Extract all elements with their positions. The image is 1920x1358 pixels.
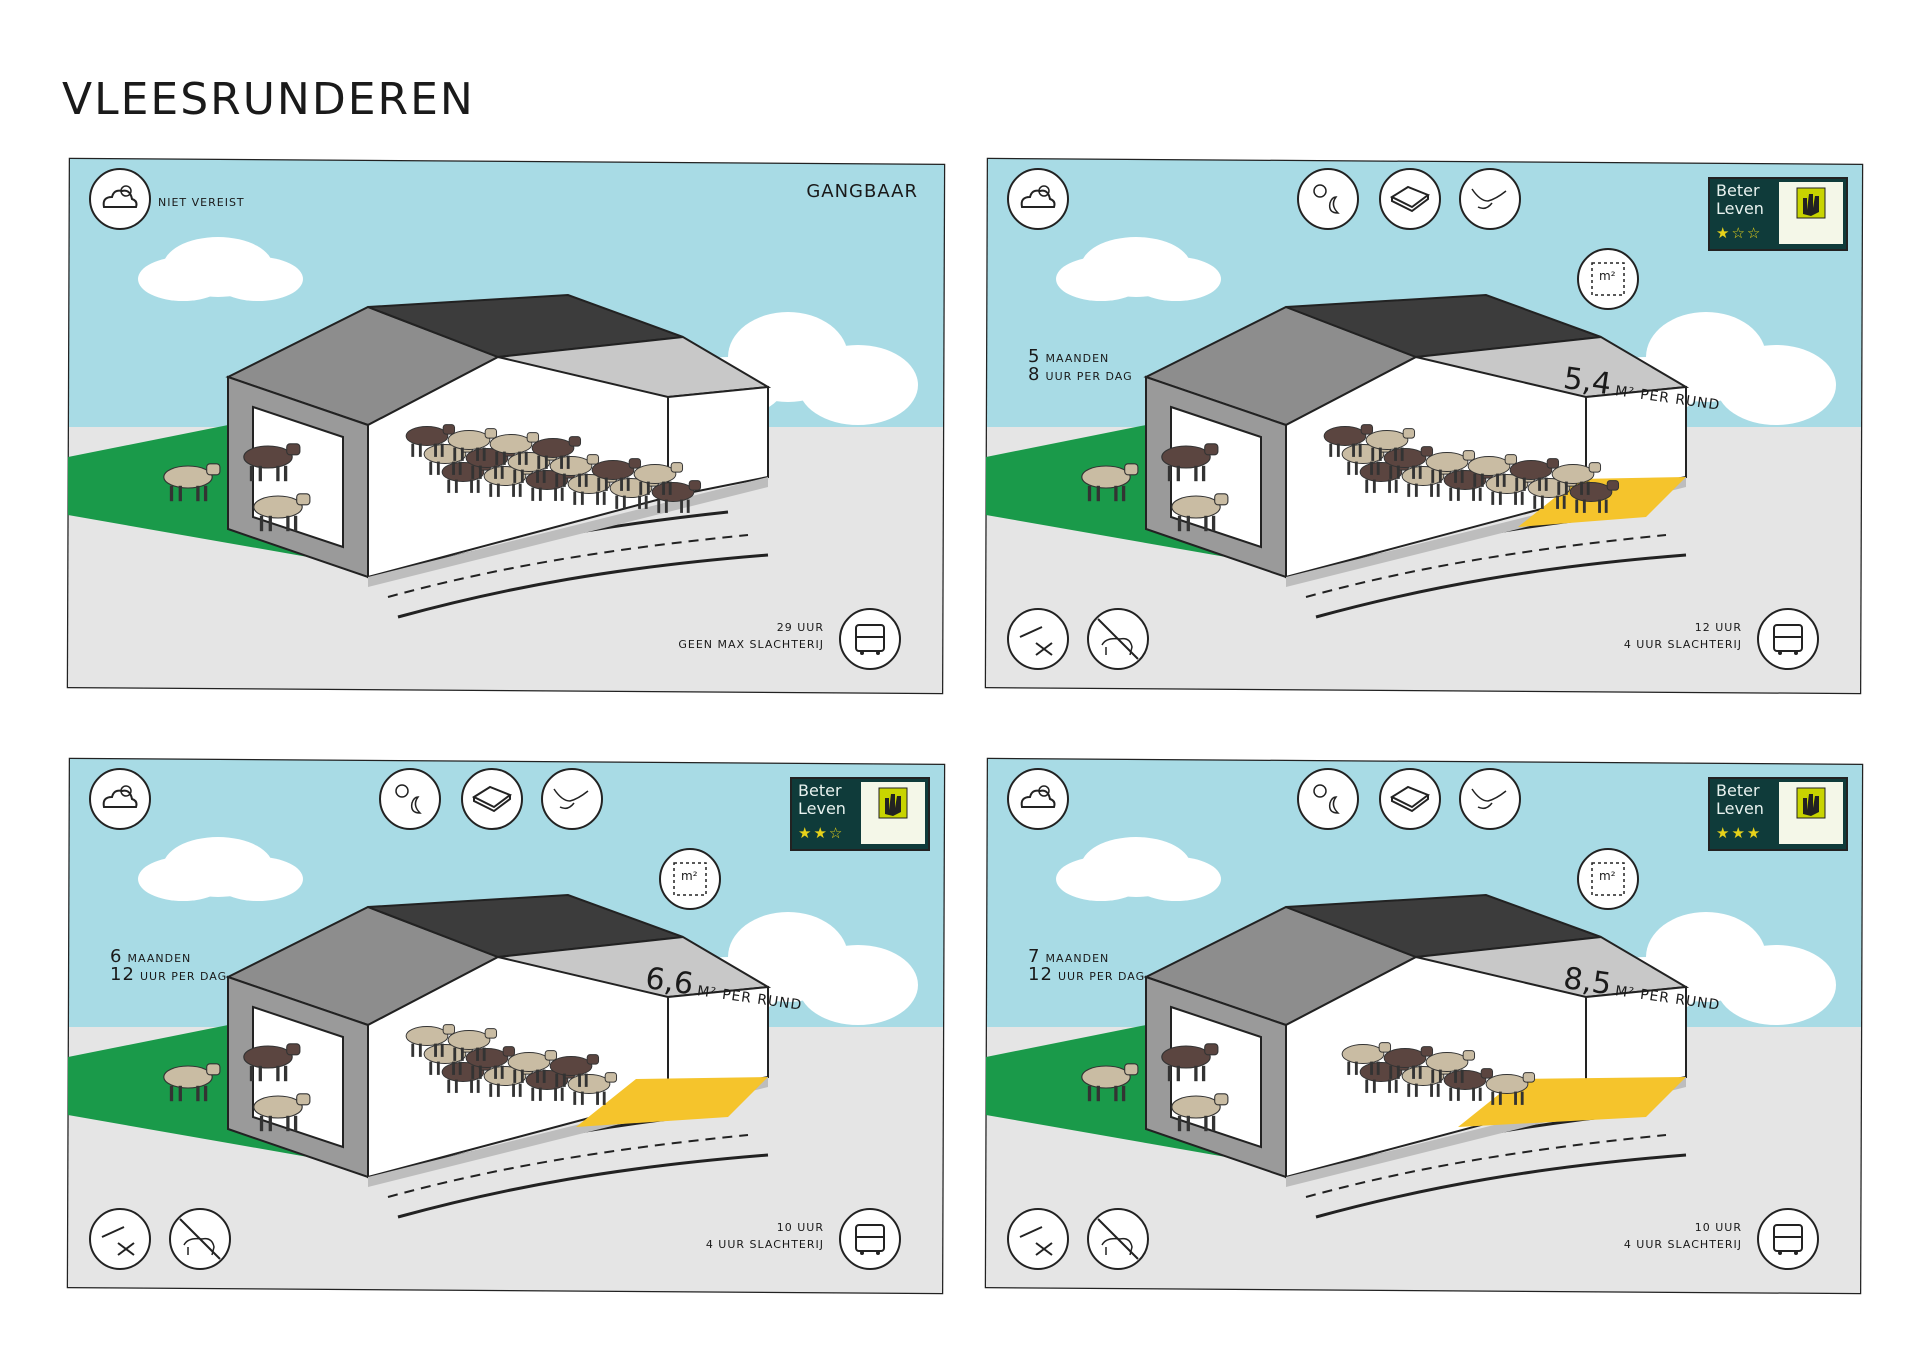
dierenbescherming-logo [1779, 782, 1843, 844]
weather-icon [1007, 168, 1069, 230]
panel-beter-leven-1: 12 UUR 4 UUR SLACHTERIJ Beter Leven ★☆☆ m… [984, 157, 1864, 695]
transport-slaughterhouse: 4 UUR SLACHTERIJ [1623, 638, 1742, 651]
no-dehorning-icon [169, 1208, 231, 1270]
badge-line1: Beter [798, 781, 842, 800]
floor-space-icon [1577, 848, 1639, 910]
straw-area [576, 1077, 768, 1127]
barn-scene [66, 757, 946, 1295]
transport-hours: 12 UUR [1694, 621, 1742, 634]
weather-icon [89, 168, 151, 230]
badge-stars: ★★★ [1716, 824, 1763, 842]
barn-scene [66, 157, 946, 695]
badge-line2: Leven [798, 799, 846, 818]
dierenbescherming-logo [861, 782, 925, 844]
straw-area [1518, 477, 1686, 527]
no-castration-icon [89, 1208, 151, 1270]
cloud-left [138, 237, 303, 301]
outdoor-months: 5 MAANDEN [1028, 346, 1110, 367]
transport-slaughterhouse: GEEN MAX SLACHTERIJ [678, 638, 824, 651]
no-dehorning-icon [1087, 1208, 1149, 1270]
pasture-cows [1081, 443, 1229, 532]
dierenbescherming-logo [1779, 182, 1843, 244]
no-castration-icon [1007, 608, 1069, 670]
outdoor-months: 7 MAANDEN [1028, 946, 1110, 967]
truck-icon [839, 1208, 901, 1270]
beter-leven-badge: Beter Leven ★★★ [1708, 777, 1848, 851]
truck-icon [1757, 608, 1819, 670]
outdoor-months: 6 MAANDEN [110, 946, 192, 967]
weather-icon [1007, 768, 1069, 830]
panel-beter-leven-2: 10 UUR 4 UUR SLACHTERIJ Beter Leven ★★☆ m… [66, 757, 946, 1295]
m2-label: m² [1599, 869, 1616, 883]
transport-hours: 10 UUR [776, 1221, 824, 1234]
transport-hours: 10 UUR [1694, 1221, 1742, 1234]
bedding-icon [461, 768, 523, 830]
day-night-icon [379, 768, 441, 830]
outdoor-hours: 8 UUR PER DAG [1028, 364, 1133, 385]
transport-hours: 29 UUR [776, 621, 824, 634]
cattle-herd [405, 1024, 618, 1105]
beter-leven-badge: Beter Leven ★★☆ [790, 777, 930, 851]
cattle-herd [1323, 424, 1620, 513]
cloud-left [1056, 237, 1221, 301]
pasture-cows [1081, 1043, 1229, 1132]
cloud-left [1056, 837, 1221, 901]
outdoor-hours: 12 UUR PER DAG [110, 964, 228, 985]
panel-gangbaar: 29 UUR GEEN MAX SLACHTERIJ GANGBAAR NIET VE… [66, 157, 946, 695]
day-night-icon [1297, 168, 1359, 230]
panel-heading: GANGBAAR [806, 181, 918, 202]
no-dehorning-icon [1087, 608, 1149, 670]
badge-stars: ★☆☆ [1716, 224, 1763, 242]
outdoor-hours: 12 UUR PER DAG [1028, 964, 1146, 985]
page-title: VLEESRUNDEREN [62, 74, 475, 125]
floor-space-icon [659, 848, 721, 910]
no-castration-icon [1007, 1208, 1069, 1270]
truck-icon [839, 608, 901, 670]
transport-slaughterhouse: 4 UUR SLACHTERIJ [1623, 1238, 1742, 1251]
cattle-head-icon [1459, 768, 1521, 830]
cloud-left [138, 837, 303, 901]
weather-icon [89, 768, 151, 830]
bedding-icon [1379, 768, 1441, 830]
panel-beter-leven-3: 10 UUR 4 UUR SLACHTERIJ Beter Leven ★★★ m… [984, 757, 1864, 1295]
transport-slaughterhouse: 4 UUR SLACHTERIJ [705, 1238, 824, 1251]
cattle-head-icon [541, 768, 603, 830]
day-night-icon [1297, 768, 1359, 830]
cattle-herd [405, 424, 702, 513]
badge-stars: ★★☆ [798, 824, 845, 842]
badge-line2: Leven [1716, 799, 1764, 818]
cloud-right [1591, 312, 1836, 425]
m2-label: m² [1599, 269, 1616, 283]
cattle-head-icon [1459, 168, 1521, 230]
badge-line2: Leven [1716, 199, 1764, 218]
outdoor-requirement: NIET VEREIST [158, 196, 245, 209]
truck-icon [1757, 1208, 1819, 1270]
m2-label: m² [681, 869, 698, 883]
pasture-cows [163, 443, 311, 532]
cattle-herd [1341, 1042, 1536, 1105]
badge-line1: Beter [1716, 181, 1760, 200]
beter-leven-badge: Beter Leven ★☆☆ [1708, 177, 1848, 251]
barn-scene [984, 157, 1864, 695]
badge-line1: Beter [1716, 781, 1760, 800]
bedding-icon [1379, 168, 1441, 230]
barn-scene [984, 757, 1864, 1295]
pasture-cows [163, 1043, 311, 1132]
floor-space-icon [1577, 248, 1639, 310]
